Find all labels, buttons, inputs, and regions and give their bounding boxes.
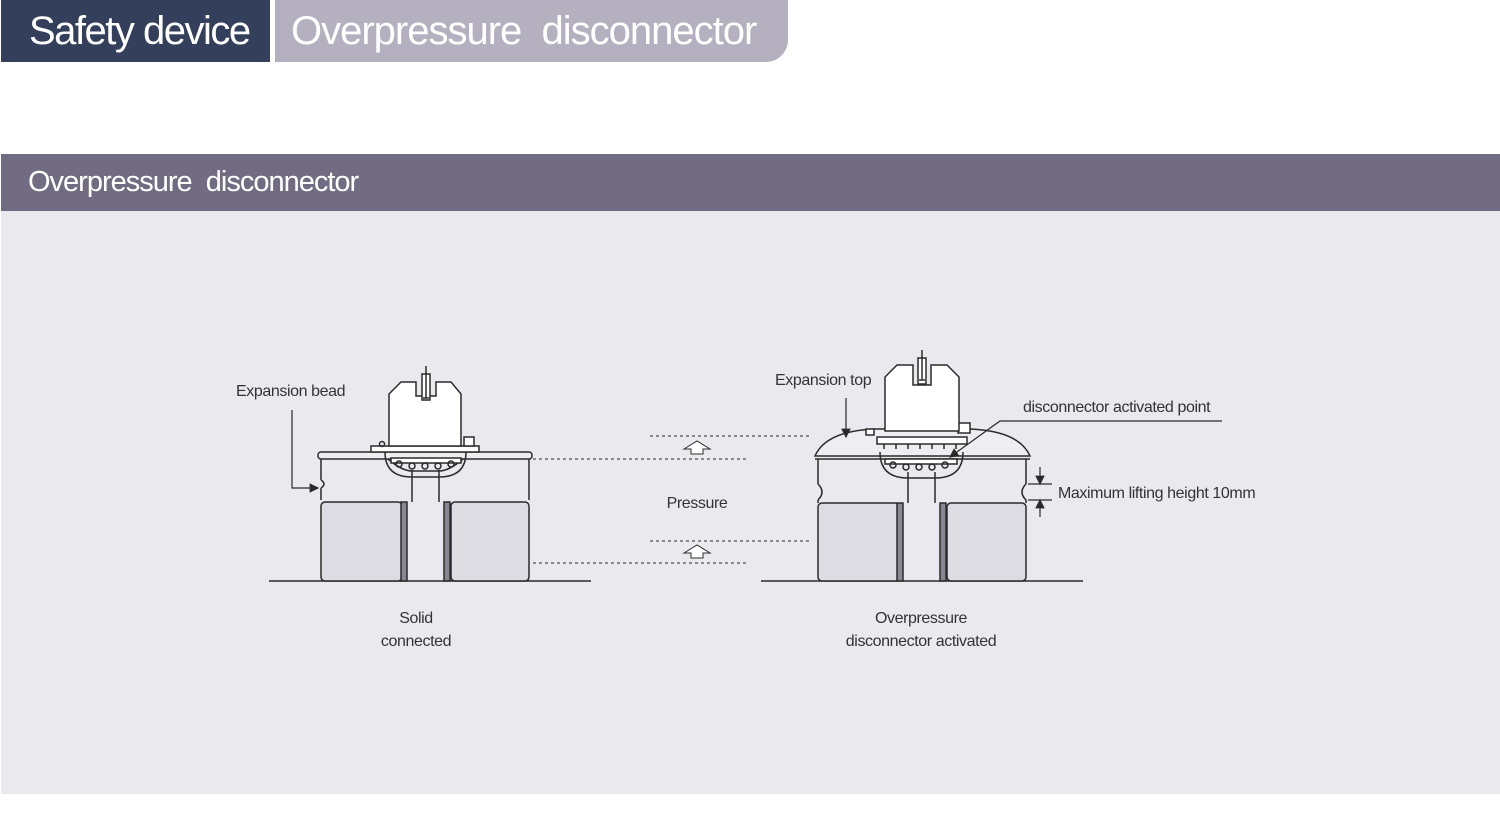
capacitor-connected — [269, 366, 591, 582]
leader-lines — [291, 398, 1222, 517]
label-expansion-bead: Expansion bead — [236, 383, 345, 400]
caption-right-line1: Overpressure — [875, 610, 968, 627]
label-max-lifting-height: Maximum lifting height 10mm — [1058, 485, 1255, 502]
label-pressure: Pressure — [667, 495, 728, 512]
arrow-up-icon — [682, 544, 712, 559]
arrow-up-icon — [682, 440, 712, 455]
title-tab[interactable]: Overpressure disconnector — [275, 0, 788, 62]
caption-left-line1: Solid — [399, 610, 433, 627]
section-title: Overpressure disconnector — [1, 154, 1500, 211]
category-tab[interactable]: Safety device — [1, 0, 270, 62]
caption-right-line2: disconnector activated — [846, 633, 996, 650]
label-activated-point: disconnector activated point — [1023, 399, 1211, 416]
caption-left-line2: connected — [381, 633, 451, 650]
diagram-panel — [1, 211, 1500, 794]
label-expansion-top: Expansion top — [775, 372, 872, 389]
pressure-indicator — [533, 435, 812, 564]
capacitor-activated — [761, 350, 1083, 582]
